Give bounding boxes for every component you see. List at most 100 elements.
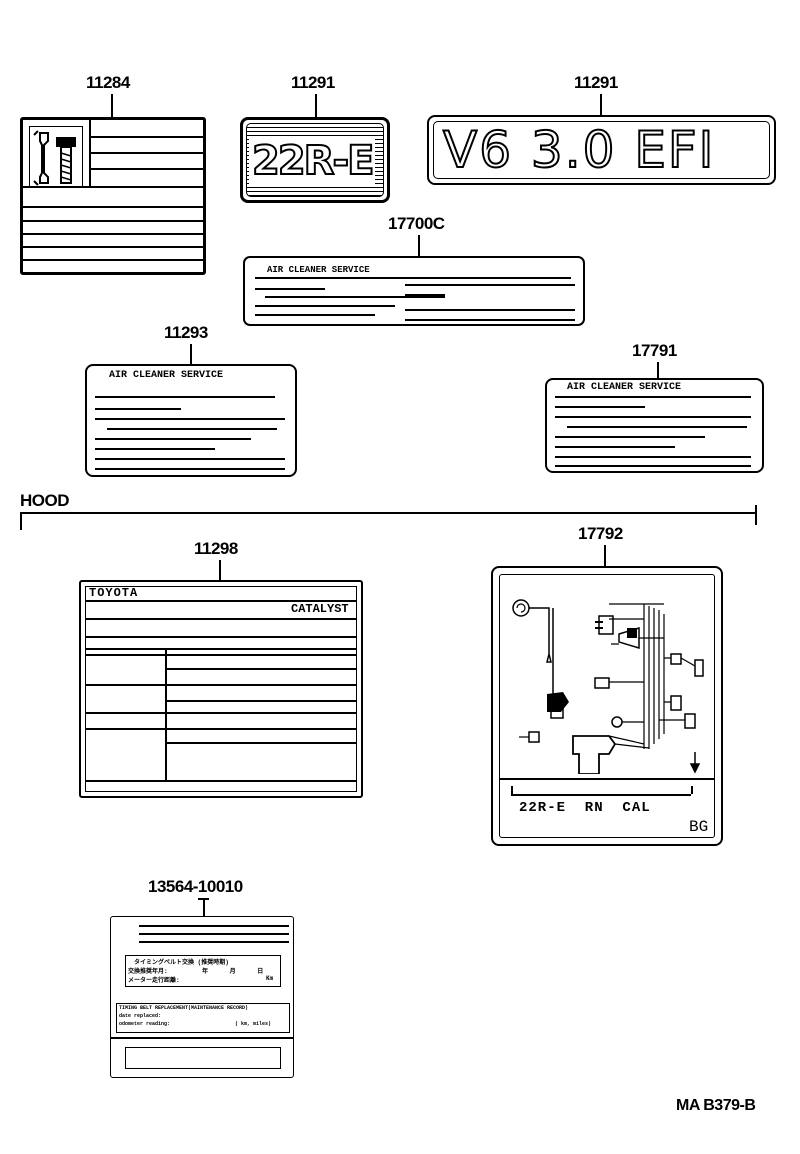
hood-bracket-left	[20, 512, 22, 530]
air-cleaner-11293-plate: AIR CLEANER SERVICE	[85, 364, 297, 477]
diagram-reference-code: MA B379-B	[676, 1097, 756, 1114]
line	[23, 259, 203, 261]
line	[255, 277, 571, 279]
air-cleaner-title: AIR CLEANER SERVICE	[567, 382, 682, 393]
leader-line	[315, 94, 317, 118]
leader-line	[203, 898, 205, 916]
engine-code-v6: V6 3.0 EFI	[442, 121, 716, 179]
vacuum-hose-label-17792-plate: 22R-E RN CAL BG	[491, 566, 723, 846]
line	[555, 436, 705, 438]
inner-frame	[499, 574, 715, 838]
part-number-11298: 11298	[194, 539, 238, 558]
line	[85, 684, 357, 686]
leader-line	[418, 235, 420, 257]
line	[405, 284, 575, 286]
line	[95, 396, 275, 398]
line	[23, 220, 203, 222]
line	[85, 600, 357, 602]
tick	[511, 786, 513, 794]
line	[139, 933, 289, 935]
part-number-11284: 11284	[86, 73, 130, 92]
air-cleaner-17791-plate: AIR CLEANER SERVICE	[545, 378, 764, 473]
part-number-17700c: 17700C	[388, 214, 445, 233]
label-11284-plate	[20, 117, 206, 275]
line	[511, 794, 691, 796]
part-number-17792: 17792	[578, 524, 623, 543]
line	[85, 728, 357, 730]
line	[255, 288, 325, 290]
line	[165, 742, 357, 744]
line	[85, 618, 357, 620]
line	[95, 438, 251, 440]
wrench-bolt-icon	[33, 130, 76, 186]
badge-22re-plate: 22R-E	[240, 117, 390, 203]
line	[23, 206, 203, 208]
vacuum-hose-diagram	[512, 599, 704, 774]
line	[405, 309, 575, 311]
line	[89, 136, 203, 138]
line	[107, 428, 277, 430]
leader-line	[219, 560, 221, 581]
section-title-hood: HOOD	[20, 491, 70, 510]
part-number-17791: 17791	[632, 341, 677, 360]
line	[85, 636, 357, 638]
line	[89, 168, 203, 170]
line	[85, 654, 357, 656]
line	[405, 319, 575, 321]
line	[265, 296, 445, 298]
badge-v6-plate: V6 3.0 EFI	[427, 115, 776, 185]
line	[23, 233, 203, 235]
brand-toyota: TOYOTA	[89, 586, 139, 600]
line	[95, 418, 285, 420]
line	[95, 468, 285, 470]
line	[89, 152, 203, 154]
leader-line	[190, 344, 192, 365]
hood-bracket-right	[755, 505, 757, 525]
hood-bracket-line	[20, 512, 756, 514]
en-unit: ( km, miles)	[235, 1021, 272, 1027]
wrench-bolt-icon-box	[29, 126, 83, 188]
line	[555, 416, 751, 418]
part-number-13564-10010: 13564-10010	[148, 877, 243, 896]
line	[85, 712, 357, 714]
line	[555, 456, 751, 458]
leader-line	[604, 545, 606, 567]
air-cleaner-title: AIR CLEANER SERVICE	[267, 265, 370, 275]
line	[499, 778, 715, 780]
vacuum-region-code: BG	[689, 818, 709, 836]
engine-code-22re: 22R-E	[249, 137, 375, 185]
line	[23, 246, 203, 248]
part-number-11291-22re: 11291	[291, 73, 335, 92]
line	[111, 1037, 293, 1039]
line	[95, 448, 215, 450]
line	[139, 925, 289, 927]
line	[165, 700, 357, 702]
leader-cap	[198, 898, 209, 900]
line	[95, 408, 181, 410]
line	[405, 294, 445, 296]
leader-line	[657, 362, 659, 379]
line	[555, 396, 751, 398]
en-odometer-label: odometer reading:	[119, 1021, 171, 1027]
inner-frame	[85, 586, 357, 792]
en-record-box: TIMING BELT REPLACEMENT(MAINTENANCE RECO…	[116, 1003, 290, 1033]
line	[165, 668, 357, 670]
jp-row1-label: 交換推奨年月:	[128, 968, 168, 975]
blank-box	[125, 1047, 281, 1069]
jp-record-box: タイミングベルト交換 (推奨時期) 交換推奨年月: 年 月 日 メーター走行距離…	[125, 955, 281, 987]
catalyst-text: CATALYST	[291, 602, 349, 616]
line	[555, 446, 675, 448]
line	[255, 305, 395, 307]
line	[85, 648, 357, 650]
line	[23, 186, 203, 188]
line	[139, 941, 289, 943]
jp-row2-unit: Km	[266, 975, 274, 982]
column-divider	[165, 648, 167, 780]
line	[85, 780, 357, 782]
line	[95, 458, 285, 460]
air-cleaner-17700c-plate: AIR CLEANER SERVICE	[243, 256, 585, 326]
line	[255, 314, 375, 316]
leader-line	[600, 94, 602, 116]
jp-row1-values: 年 月 日	[202, 968, 264, 975]
part-number-11291-v6: 11291	[574, 73, 618, 92]
